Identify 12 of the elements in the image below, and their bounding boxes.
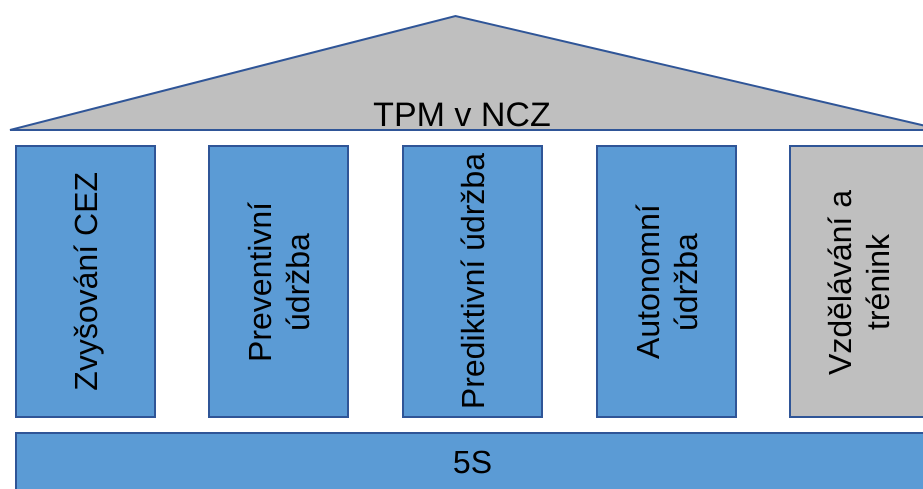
roof-label: TPM v NCZ	[373, 96, 551, 135]
foundation-bar: 5S	[15, 432, 923, 489]
pillar-box	[15, 145, 156, 418]
pillar-label: Zvyšování CEZ	[66, 172, 104, 391]
pillar-box	[402, 145, 543, 418]
pillar-label: Autonomní údržba	[628, 203, 704, 361]
pillar-box	[789, 145, 923, 418]
pillar-box	[208, 145, 349, 418]
pillar-label: Prediktivní údržba	[454, 153, 492, 410]
pillar-label: Preventivní údržba	[240, 200, 316, 364]
pillar-label: Vzdělávání a trénink	[821, 188, 897, 377]
pillar-box	[596, 145, 737, 418]
